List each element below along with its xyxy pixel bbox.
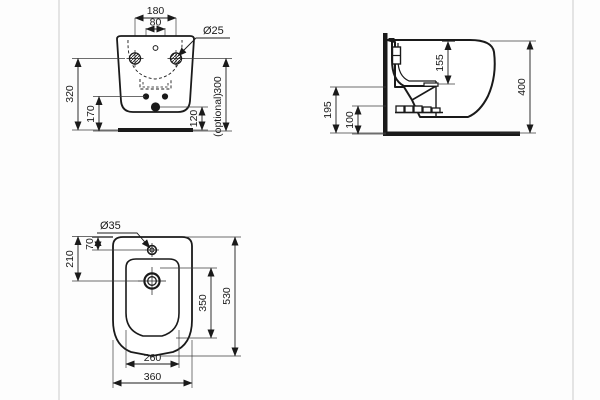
rim-slot: [423, 82, 439, 87]
underside-ribs: [395, 105, 443, 114]
dimension-label-180: 180: [147, 5, 165, 17]
dimension-label-400: 400: [516, 78, 528, 96]
dimension-label-360: 360: [144, 371, 162, 383]
dimension-label-100: 100: [344, 111, 356, 129]
dimension-label-70: 70: [84, 238, 96, 250]
dimension-label-120: 120: [188, 110, 200, 128]
dimension-label-195: 195: [322, 101, 334, 119]
trap-hidden-inner: [142, 82, 169, 88]
dimension-label-320: 320: [64, 85, 76, 103]
overflow-hole: [152, 45, 159, 51]
dimension-label-260: 260: [144, 352, 162, 364]
plan-view: Ø35 70 210 350 530 260 360: [64, 220, 241, 388]
front-elevation-view: 180 80 320: [64, 5, 232, 137]
callout-label-d35: Ø35: [100, 220, 121, 232]
dimension-label-210: 210: [64, 250, 76, 268]
waste-outlet: [150, 102, 161, 112]
dimension-label-80: 80: [150, 17, 162, 29]
drain-plan: [138, 267, 166, 295]
callout-leader-d35: [97, 232, 151, 249]
dimension-label-170: 170: [85, 105, 97, 123]
dimension-label-300: 300: [212, 76, 224, 94]
callout-leader-d25: [177, 37, 230, 57]
bowl-plan-outline: [125, 258, 180, 337]
bowl-base-line: [411, 85, 437, 101]
side-elevation-view: 155 400 195 100: [322, 33, 536, 136]
dimension-label-300-note: (optional): [212, 93, 224, 137]
floor-line-side: [387, 131, 520, 136]
wall-bracket: [388, 38, 395, 41]
dimension-label-350: 350: [197, 294, 209, 312]
dimension-label-530: 530: [221, 287, 233, 305]
fixing-bolt-left: [142, 93, 150, 100]
floor-line: [118, 128, 193, 132]
tap-hole-left: [126, 50, 144, 67]
wall-line: [383, 33, 388, 136]
callout-label-d25: Ø25: [203, 25, 224, 37]
dimension-label-155: 155: [434, 54, 446, 72]
fixing-bolt-right: [161, 93, 169, 100]
